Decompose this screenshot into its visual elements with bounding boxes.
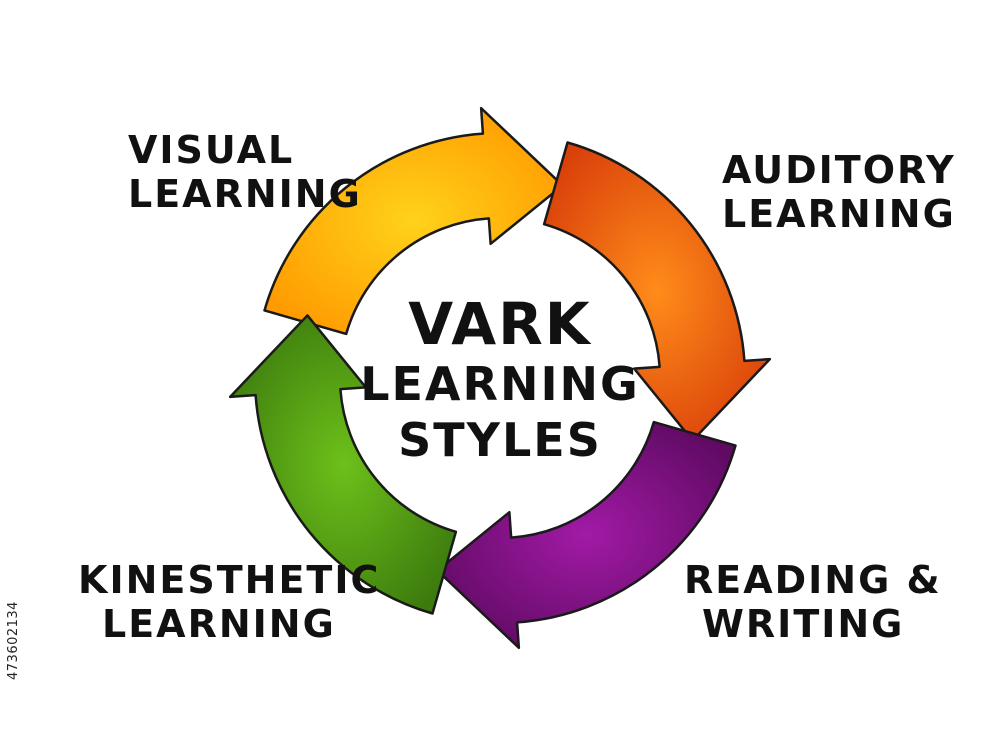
visual-learning-line1: VISUAL [128,128,295,172]
visual-learning-label: VISUAL LEARNING [128,128,362,216]
kinesthetic-learning-line1: KINESTHETIC [78,558,381,602]
reading-writing-line2: WRITING [702,602,905,646]
center-title-line1: VARK [408,290,592,358]
stock-id-text: 473602134 [6,601,21,680]
auditory-learning-line2: LEARNING [722,192,956,236]
kinesthetic-learning-line2: LEARNING [102,602,336,646]
kinesthetic-learning-label: KINESTHETIC LEARNING [78,558,380,646]
auditory-learning-line1: AUDITORY [722,148,956,192]
reading-writing-line1: READING & [684,558,942,602]
visual-learning-line2: LEARNING [128,172,362,216]
kinesthetic-arrow [228,314,458,615]
auditory-arrow [542,141,772,442]
auditory-learning-label: AUDITORY LEARNING [722,148,956,236]
center-title: VARK LEARNING STYLES [360,292,640,468]
reading-writing-label: READING & WRITING [684,558,942,646]
reading-arrow [436,420,737,650]
visual-arrow [263,106,564,336]
center-title-line3: STYLES [398,413,602,467]
center-title-line2: LEARNING [360,357,640,411]
